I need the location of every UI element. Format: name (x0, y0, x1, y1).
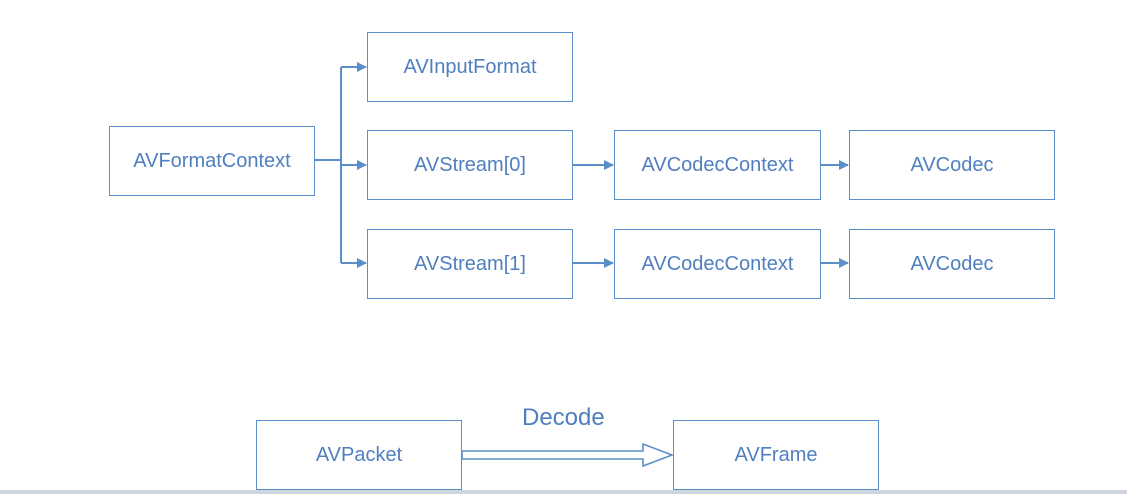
node-av-packet: AVPacket (256, 420, 462, 490)
node-av-frame-label: AVFrame (734, 443, 818, 466)
bottom-edge-strip (0, 490, 1127, 494)
decode-label: Decode (522, 404, 605, 431)
node-av-codec-context-1-label: AVCodecContext (641, 252, 794, 275)
node-av-stream-0: AVStream[0] (367, 130, 573, 200)
node-av-codec-0-label: AVCodec (910, 153, 994, 176)
node-av-format-context: AVFormatContext (109, 126, 315, 196)
node-av-stream-1-label: AVStream[1] (414, 252, 526, 275)
node-av-codec-0: AVCodec (849, 130, 1055, 200)
node-av-input-format: AVInputFormat (367, 32, 573, 102)
node-av-codec-1-label: AVCodec (910, 252, 994, 275)
node-av-codec-context-0: AVCodecContext (614, 130, 821, 200)
node-av-codec-1: AVCodec (849, 229, 1055, 299)
node-av-stream-0-label: AVStream[0] (414, 153, 526, 176)
node-av-stream-1: AVStream[1] (367, 229, 573, 299)
decode-arrow (461, 442, 675, 468)
node-av-frame: AVFrame (673, 420, 879, 490)
node-av-input-format-label: AVInputFormat (403, 55, 537, 78)
node-av-packet-label: AVPacket (315, 443, 403, 466)
node-av-codec-context-0-label: AVCodecContext (641, 153, 794, 176)
node-av-codec-context-1: AVCodecContext (614, 229, 821, 299)
node-av-format-context-label: AVFormatContext (133, 149, 291, 172)
